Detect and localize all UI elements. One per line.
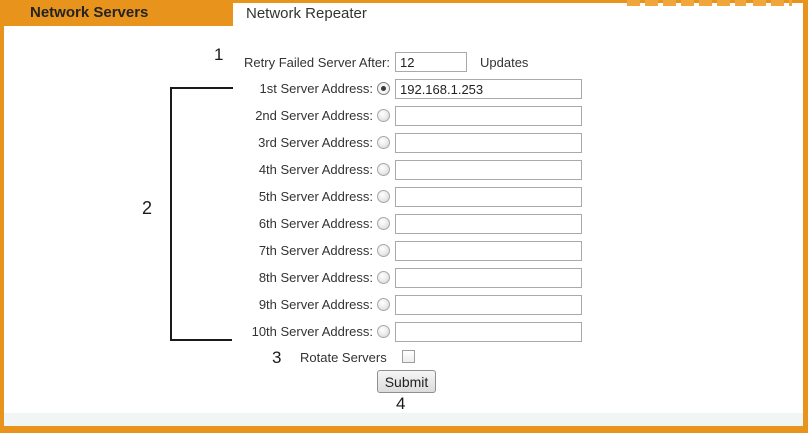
annotation-4: 4: [396, 394, 406, 413]
server-radio-button[interactable]: [377, 244, 390, 257]
watermark-fragment: [753, 0, 792, 6]
server-radio-button[interactable]: [377, 82, 390, 95]
server-address-input[interactable]: [395, 268, 582, 288]
server-address-input[interactable]: [395, 160, 582, 180]
server-row: 5th Server Address:: [0, 187, 811, 214]
submit-button[interactable]: Submit: [377, 370, 436, 393]
frame-border-left: [0, 0, 4, 433]
retry-updates-input[interactable]: [395, 52, 467, 72]
server-row-label: 5th Server Address:: [258, 189, 373, 204]
footer-strip: [4, 413, 803, 426]
server-radio-button[interactable]: [377, 109, 390, 122]
server-row-label: 9th Server Address:: [258, 297, 373, 312]
server-row-label: 8th Server Address:: [258, 270, 373, 285]
server-radio-button[interactable]: [377, 217, 390, 230]
tab-network-servers[interactable]: Network Servers: [0, 0, 233, 26]
server-row-label: 7th Server Address:: [258, 243, 373, 258]
page-title-network-repeater[interactable]: Network Repeater: [246, 5, 367, 22]
server-row: 8th Server Address:: [0, 268, 811, 295]
server-row-label: 6th Server Address:: [258, 216, 373, 231]
server-row: 3rd Server Address:: [0, 133, 811, 160]
server-address-input[interactable]: [395, 295, 582, 315]
server-row-label: 4th Server Address:: [258, 162, 373, 177]
frame-border-bottom: [0, 426, 808, 433]
bracket-bottom-line: [172, 339, 232, 341]
frame-border-top: [0, 0, 808, 3]
annotation-1: 1: [214, 45, 224, 64]
retry-failed-server-label: Retry Failed Server After:: [244, 55, 390, 70]
server-radio-button[interactable]: [377, 325, 390, 338]
frame-border-right: [803, 0, 808, 433]
bracket-top-line: [172, 87, 233, 89]
server-row: 2nd Server Address:: [0, 106, 811, 133]
server-address-list: 1st Server Address: 2nd Server Address: …: [0, 79, 811, 349]
server-address-input[interactable]: [395, 133, 582, 153]
server-address-input[interactable]: [395, 187, 582, 207]
watermark-fragment: [627, 0, 746, 6]
server-row-label: 3rd Server Address:: [258, 135, 373, 150]
server-address-input[interactable]: [395, 241, 582, 261]
server-address-input[interactable]: [395, 322, 582, 342]
server-radio-button[interactable]: [377, 298, 390, 311]
server-row-label: 10th Server Address:: [251, 324, 373, 339]
server-row: 4th Server Address:: [0, 160, 811, 187]
server-radio-button[interactable]: [377, 271, 390, 284]
updates-label: Updates: [480, 55, 529, 70]
rotate-servers-checkbox[interactable]: [402, 350, 415, 363]
server-address-input[interactable]: [395, 106, 582, 126]
server-radio-button[interactable]: [377, 136, 390, 149]
server-row: 7th Server Address:: [0, 241, 811, 268]
server-row-label: 2nd Server Address:: [255, 108, 373, 123]
annotation-3: 3: [272, 348, 282, 367]
server-row: 1st Server Address:: [0, 79, 811, 106]
server-radio-button[interactable]: [377, 163, 390, 176]
server-row: 10th Server Address:: [0, 322, 811, 349]
bracket-vertical-line: [170, 87, 172, 341]
server-radio-button[interactable]: [377, 190, 390, 203]
server-row: 6th Server Address:: [0, 214, 811, 241]
rotate-servers-label: Rotate Servers: [300, 350, 387, 365]
server-address-input[interactable]: [395, 79, 582, 99]
annotation-2: 2: [142, 198, 153, 218]
server-row-label: 1st Server Address:: [259, 81, 373, 96]
server-row: 9th Server Address:: [0, 295, 811, 322]
server-address-input[interactable]: [395, 214, 582, 234]
